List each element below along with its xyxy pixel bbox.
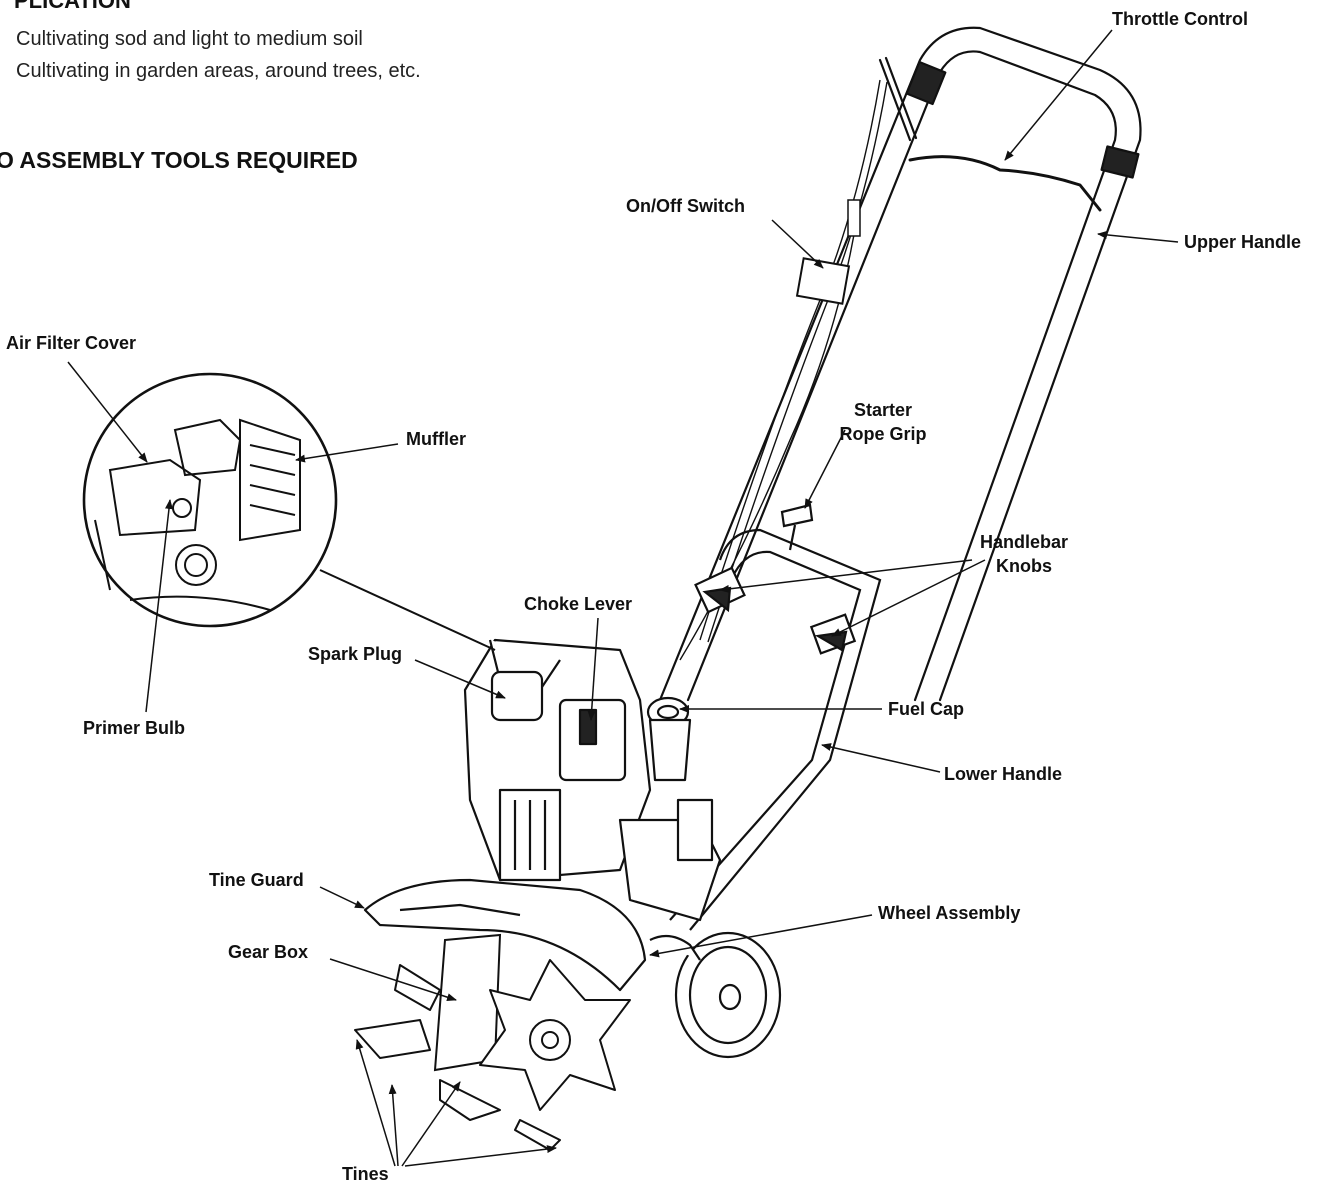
label-primer-bulb: Primer Bulb xyxy=(83,718,186,738)
on-off-switch-graphic xyxy=(795,199,861,305)
label-throttle-control: Throttle Control xyxy=(1112,9,1248,29)
tine-guard xyxy=(363,878,647,992)
label-spark-plug: Spark Plug xyxy=(308,644,403,664)
leader-lines xyxy=(67,29,1179,1167)
application-line-2: Cultivating in garden areas, around tree… xyxy=(16,60,421,82)
label-choke-lever: Choke Lever xyxy=(524,594,633,614)
label-starter-rope-grip-line-1: Starter xyxy=(853,400,913,420)
detail-inset xyxy=(82,372,338,628)
label-gear-box: Gear Box xyxy=(228,942,309,962)
label-upper-handle: Upper Handle xyxy=(1184,232,1302,252)
label-on-off-switch: On/Off Switch xyxy=(626,196,745,216)
label-muffler: Muffler xyxy=(406,429,466,449)
label-tine-guard: Tine Guard xyxy=(209,870,304,890)
tools-heading: O ASSEMBLY TOOLS REQUIRED xyxy=(0,147,358,173)
application-line-1: Cultivating sod and light to medium soil xyxy=(16,28,363,50)
upper-handle xyxy=(658,26,1142,702)
label-handlebar-knobs-line-1: Handlebar xyxy=(979,532,1069,552)
engine xyxy=(463,638,722,922)
label-handlebar-knobs: Handlebar Knobs xyxy=(968,530,1080,578)
callout-line xyxy=(319,569,496,651)
wheel xyxy=(649,931,782,1059)
label-starter-rope-grip: Starter Rope Grip xyxy=(832,398,934,446)
label-air-filter-cover: Air Filter Cover xyxy=(6,333,137,353)
label-lower-handle: Lower Handle xyxy=(944,764,1063,784)
application-heading: PLICATION xyxy=(14,0,131,13)
label-tines: Tines xyxy=(342,1164,389,1184)
label-fuel-cap: Fuel Cap xyxy=(888,699,965,719)
label-handlebar-knobs-line-2: Knobs xyxy=(996,556,1052,576)
label-starter-rope-grip-line-2: Rope Grip xyxy=(839,424,927,444)
label-wheel-assembly: Wheel Assembly xyxy=(878,903,1021,923)
